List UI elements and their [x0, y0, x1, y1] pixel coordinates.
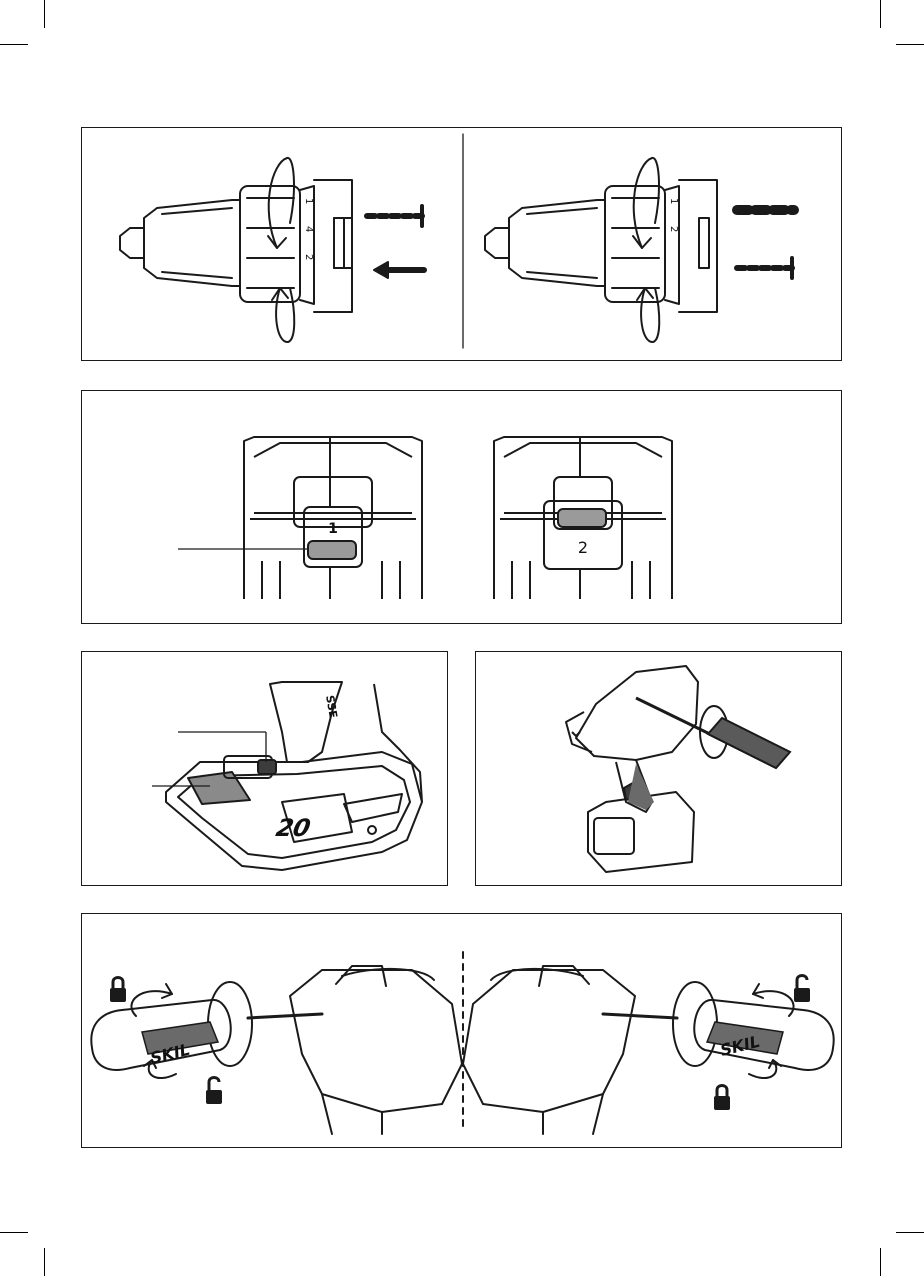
voltage-label: 20 — [274, 813, 314, 842]
dial-mark: 1 — [668, 198, 679, 204]
panel-handle-lock: SKIL SKIL — [81, 913, 842, 1148]
lock-open-icon — [794, 976, 810, 1003]
dial-mark: 1 — [303, 198, 314, 204]
dial-mark: 2 — [668, 226, 679, 232]
chuck-right — [485, 158, 717, 342]
panel-battery-release: 20 SSE — [81, 651, 448, 886]
lock-closed-icon — [714, 1086, 730, 1111]
drill-illustration — [476, 652, 842, 886]
panel-chuck-settings: 1 4 2 1 2 — [81, 127, 842, 361]
dial-mark: 2 — [303, 254, 314, 260]
gear-illustration: 1 2 — [82, 391, 842, 624]
crop-mark — [896, 44, 924, 45]
panel-drill-overview — [475, 651, 842, 886]
handle-illustration: SKIL SKIL — [82, 914, 842, 1148]
housing-text: SSE — [323, 694, 340, 719]
gear-label-1: 1 — [328, 521, 338, 537]
crop-mark — [880, 1248, 881, 1276]
screw-icon — [737, 258, 792, 278]
crop-mark — [44, 1248, 45, 1276]
battery-illustration: 20 SSE — [82, 652, 448, 886]
crop-mark — [880, 0, 881, 28]
chuck-left — [120, 180, 352, 312]
dial-mark: 4 — [303, 226, 314, 232]
chuck-illustration: 1 4 2 1 2 — [82, 128, 842, 361]
gear-label-2: 2 — [578, 538, 588, 557]
push-arrow-icon — [374, 262, 424, 278]
crop-mark — [0, 1232, 28, 1233]
lock-closed-icon — [110, 978, 126, 1003]
crop-mark — [896, 1232, 924, 1233]
gear-housing-left — [244, 437, 422, 599]
screw-icon — [367, 206, 422, 226]
lock-open-icon — [206, 1078, 222, 1105]
panel-gear-selector: 1 2 — [81, 390, 842, 624]
crop-mark — [44, 0, 45, 28]
crop-mark — [0, 44, 28, 45]
gear-housing-right — [494, 437, 672, 599]
